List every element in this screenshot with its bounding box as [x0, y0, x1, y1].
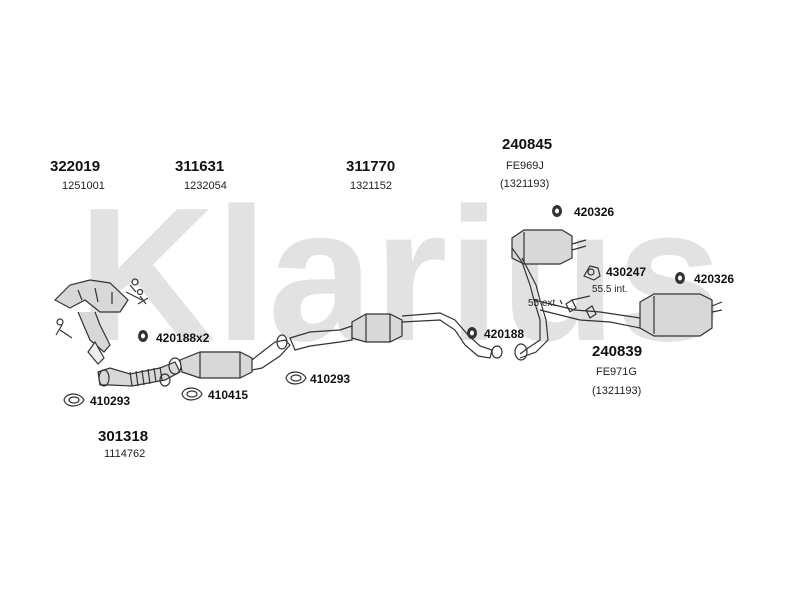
part-code-301318: 301318: [98, 428, 149, 445]
clamp-430247-icon: [583, 265, 601, 281]
part-code-322019: 322019: [50, 158, 101, 175]
fitting-420188: 420188: [484, 327, 525, 341]
part-code-240845: 240845: [502, 136, 553, 153]
fitting-420326-top: 420326: [574, 205, 615, 219]
gasket-410415-icon: [181, 387, 203, 401]
part-ref-301318: 1114762: [104, 448, 146, 460]
part-code-311631: 311631: [175, 158, 225, 175]
part-ref-311631: 1232054: [184, 180, 227, 192]
catalytic-converter-part-311631: [179, 339, 291, 379]
part-ref2-240845: (1321193): [500, 178, 550, 190]
fitting-410293-left: 410293: [90, 394, 131, 408]
rear-silencer-part-240839: [639, 293, 723, 337]
fitting-420188x2: 420188x2: [156, 331, 210, 345]
front-pipe-part-301318: [97, 361, 181, 387]
center-pipe-part-311770: [276, 312, 493, 359]
part-code-311770: 311770: [346, 158, 396, 175]
fitting-430247: 430247: [606, 265, 647, 279]
fitting-410293-center: 410293: [310, 372, 351, 386]
note-internal-diameter: 55.5 int.: [592, 284, 628, 295]
fitting-410415: 410415: [208, 388, 249, 402]
note-external-diameter: 55 ext.: [528, 298, 559, 309]
part-ref-240839: FE971G: [596, 366, 637, 378]
fitting-420326-right: 420326: [694, 272, 735, 286]
front-silencer-part-240845: [511, 229, 649, 359]
part-code-240839: 240839: [592, 343, 643, 360]
manifold-part-322019: [54, 278, 149, 365]
part-ref-322019: 1251001: [62, 180, 105, 192]
part-ref2-240839: (1321193): [592, 385, 642, 397]
gasket-410293-icon: [63, 393, 85, 407]
gasket-410293-icon: [285, 371, 307, 385]
part-ref-240845: FE969J: [506, 160, 544, 172]
part-ref-311770: 1321152: [350, 180, 393, 192]
